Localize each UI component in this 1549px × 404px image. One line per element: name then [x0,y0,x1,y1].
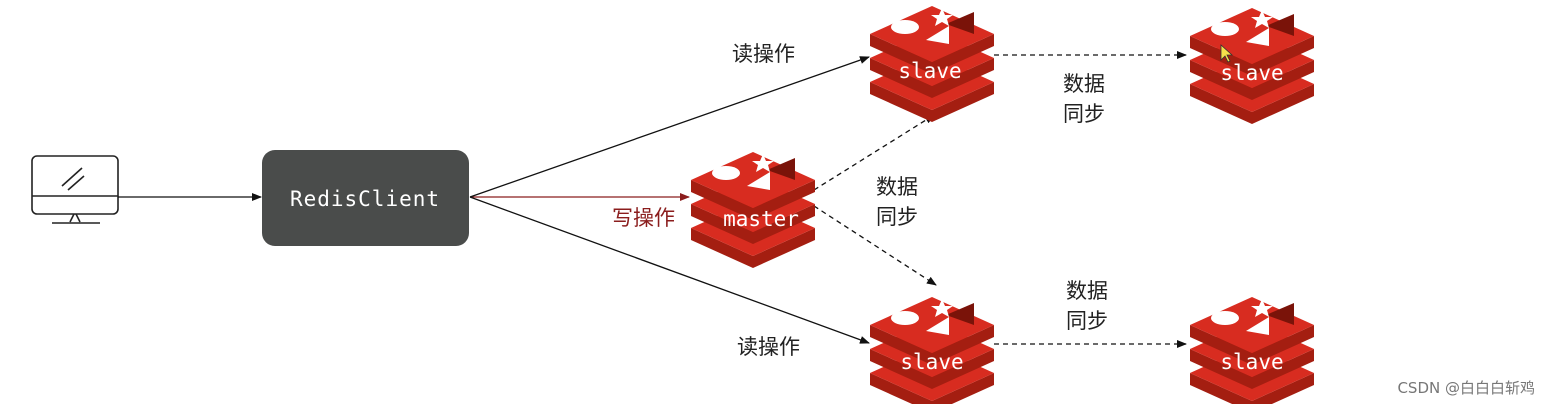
read-label-lower: 读操作 [737,335,800,359]
master-node: master [691,152,815,268]
sync-label-lower-line2: 同步 [1066,309,1108,333]
computer-icon [31,155,119,224]
slave-label: slave [1220,350,1283,374]
cursor-icon [1220,44,1234,63]
read-arrow-lower [469,196,870,344]
master-label: master [723,207,799,231]
sync-arrow-master-upper [813,114,935,191]
slave-label: slave [1220,61,1283,85]
slave-node-upper-right: slave [1190,8,1314,124]
sync-label-upper-line2: 同步 [1063,102,1105,126]
read-arrow-upper [469,56,870,198]
watermark: CSDN @白白白斩鸡 [1397,379,1535,397]
slave-node-lower-right: slave [1190,297,1314,404]
slave-node-lower: slave [870,297,994,404]
read-label-upper: 读操作 [732,42,795,66]
redis-client-node: RedisClient [262,150,469,246]
write-label: 写操作 [612,206,675,230]
sync-label-master-line2: 同步 [876,205,918,229]
sync-label-master-line1: 数据 [876,175,918,199]
slave-node-upper: slave [870,6,994,122]
sync-label-upper-line1: 数据 [1063,72,1105,96]
slave-label: slave [898,59,961,83]
slave-label: slave [900,350,963,374]
sync-label-lower-line1: 数据 [1066,279,1108,303]
sync-arrow-master-lower [813,205,937,286]
redis-client-label: RedisClient [290,187,440,211]
